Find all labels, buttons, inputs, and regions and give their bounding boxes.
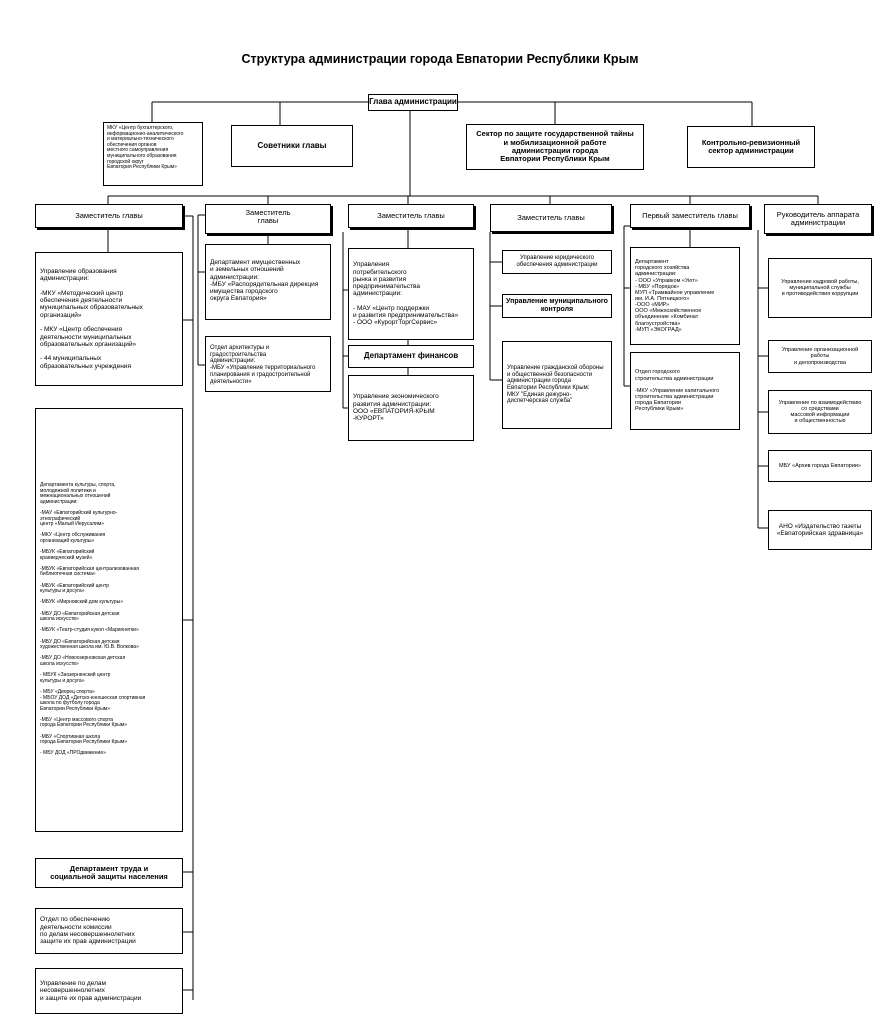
city-construction-dept-box: Отдел городского строительства администр…: [630, 352, 740, 430]
municipal-control-box: Управление муниципального контроля: [502, 294, 612, 318]
chief-of-staff-header: Руководитель аппарата администрации: [764, 204, 872, 234]
hr-dept-box: Управление кадровой работы, муниципально…: [768, 258, 872, 318]
minors-dept-box: Управление по делам несовершеннолетних и…: [35, 968, 183, 1014]
advisors-box: Советники главы: [231, 125, 353, 167]
education-dept-box: Управление образования администрации: -М…: [35, 252, 183, 386]
organizational-dept-box: Управление организационной работы и дело…: [768, 340, 872, 373]
labor-social-dept-box: Департамент труда и социальной защиты на…: [35, 858, 183, 888]
head-of-administration-box: Глава администрации: [368, 94, 458, 111]
finance-dept-box: Департамент финансов: [348, 345, 474, 368]
legal-dept-box: Управление юридического обеспечения адми…: [502, 250, 612, 274]
media-relations-dept-box: Управление по взаимодействию со средства…: [768, 390, 872, 434]
minors-commission-box: Отдел по обеспечению деятельности комисс…: [35, 908, 183, 954]
deputy-1-header: Заместитель главы: [35, 204, 183, 228]
secrecy-sector-box: Сектор по защите государственной тайны и…: [466, 124, 644, 170]
architecture-dept-box: Отдел архитектуры и градостроительства а…: [205, 336, 331, 392]
economy-dept-box: Управление экономического развития админ…: [348, 375, 474, 441]
property-dept-box: Департамент имущественных и земельных от…: [205, 244, 331, 320]
civil-defense-dept-box: Управление гражданской обороны и обществ…: [502, 341, 612, 429]
deputy-3-header: Заместитель главы: [348, 204, 474, 228]
culture-dept-box: Департамента культуры, спорта, молодежно…: [35, 408, 183, 832]
newspaper-publisher-box: АНО «Издательство газеты «Евпаторийская …: [768, 510, 872, 550]
deputy-4-header: Заместитель главы: [490, 204, 612, 232]
city-economy-dept-box: Департамент городского хозяйства админис…: [630, 247, 740, 345]
consumer-market-dept-box: Управления потребительского рынка и разв…: [348, 248, 474, 340]
deputy-2-header: Заместитель главы: [205, 204, 331, 234]
page-title: Структура администрации города Евпатории…: [241, 52, 639, 66]
mku-accounting-center-box: МКУ «Центр бухгалтерского, информационно…: [103, 122, 203, 186]
city-archive-box: МБУ «Архив города Евпатории»: [768, 450, 872, 482]
audit-sector-box: Контрольно-ревизионный сектор администра…: [687, 126, 815, 168]
first-deputy-header: Первый заместитель главы: [630, 204, 750, 228]
